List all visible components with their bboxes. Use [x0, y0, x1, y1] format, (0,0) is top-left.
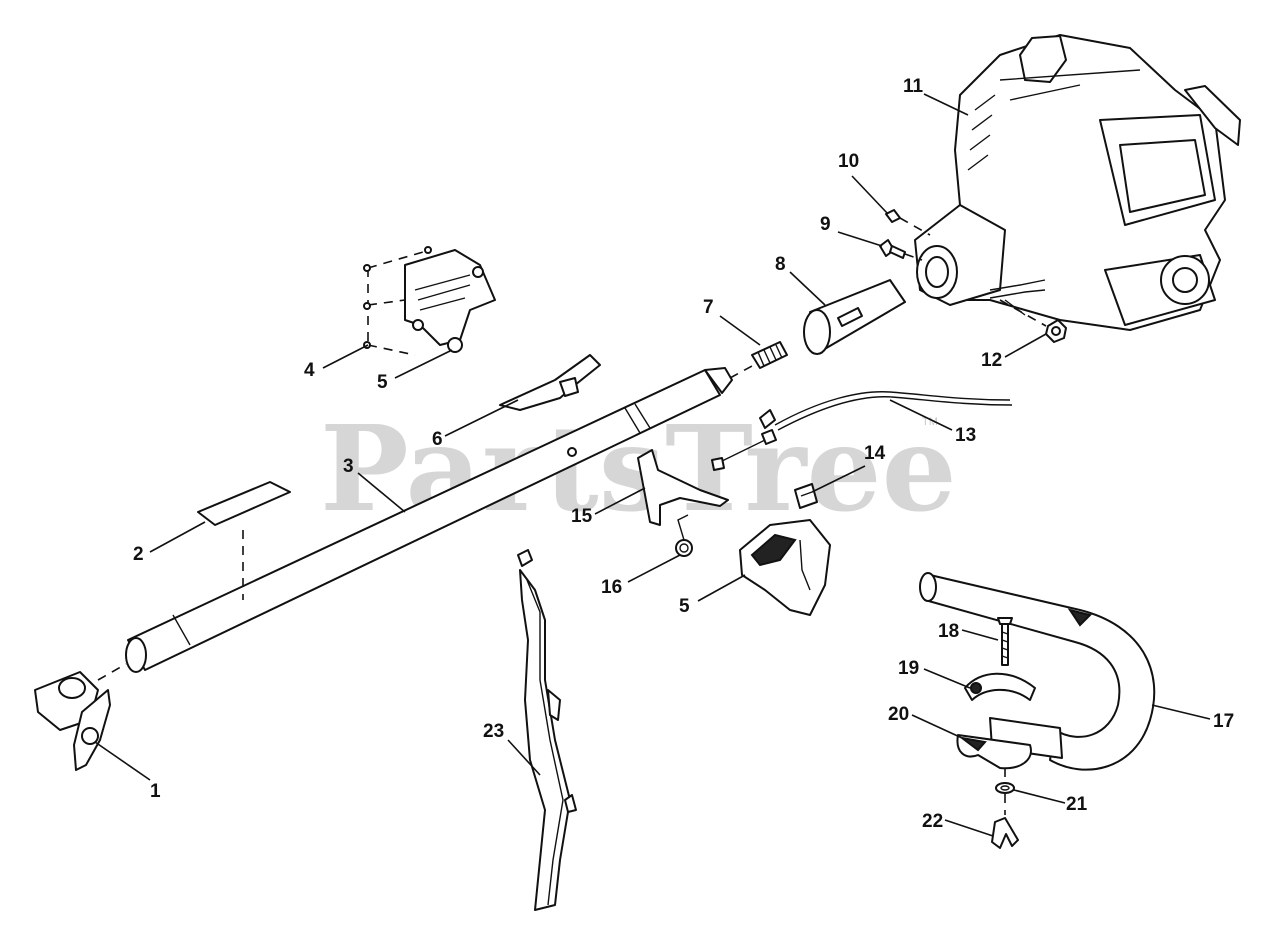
leader-5a: [394, 349, 453, 379]
leader-21: [1013, 789, 1066, 804]
callout-21[interactable]: 21: [1066, 794, 1088, 815]
callout-23[interactable]: 23: [483, 721, 504, 742]
part-decal[interactable]: [197, 481, 291, 600]
callout-20[interactable]: 20: [888, 704, 909, 725]
callout-13[interactable]: 13: [955, 425, 976, 446]
part-screw[interactable]: [885, 209, 931, 236]
callout-labels: 1 2 3 4 5 6 7 8 9 10 11 12 13 14 15 16 5…: [133, 76, 1234, 832]
part-washer[interactable]: [995, 768, 1015, 815]
callout-17[interactable]: 17: [1213, 711, 1234, 732]
callout-11[interactable]: 11: [903, 76, 924, 97]
leader-16: [627, 554, 681, 583]
leader-lines: [94, 93, 1211, 837]
part-bolt[interactable]: [879, 239, 923, 261]
leader-17: [1151, 704, 1211, 720]
leader-19: [923, 668, 971, 689]
leader-4: [322, 344, 369, 369]
leader-20: [911, 714, 963, 739]
callout-19[interactable]: 19: [898, 658, 919, 679]
leader-9: [837, 231, 883, 247]
leader-13: [889, 399, 953, 431]
part-wing-nut[interactable]: [991, 817, 1019, 849]
callout-5b[interactable]: 5: [679, 596, 690, 617]
leader-22: [944, 819, 994, 837]
part-handle-bolt[interactable]: [997, 617, 1013, 666]
leader-23: [507, 739, 541, 776]
callout-7[interactable]: 7: [703, 297, 714, 318]
leader-6: [444, 399, 519, 437]
callout-5a[interactable]: 5: [377, 372, 388, 393]
part-throttle-cable[interactable]: [711, 279, 1046, 471]
leader-7: [719, 315, 761, 346]
callout-16[interactable]: 16: [601, 577, 622, 598]
callout-8[interactable]: 8: [775, 254, 786, 275]
callout-3[interactable]: 3: [343, 456, 354, 477]
part-engine[interactable]: [914, 34, 1241, 331]
part-torsion-spring[interactable]: [675, 514, 693, 557]
callout-1[interactable]: 1: [150, 781, 161, 802]
callout-6[interactable]: 6: [432, 429, 443, 450]
part-throttle-trigger[interactable]: [499, 354, 601, 411]
callout-22[interactable]: 22: [922, 811, 943, 832]
leader-3: [357, 472, 406, 513]
callout-18[interactable]: 18: [938, 621, 959, 642]
leader-1: [94, 741, 151, 781]
callout-12[interactable]: 12: [981, 350, 1002, 371]
part-lower-clamp[interactable]: [956, 734, 1032, 770]
part-j-handle[interactable]: [919, 572, 1156, 771]
callout-9[interactable]: 9: [820, 214, 831, 235]
callout-4[interactable]: 4: [304, 360, 315, 381]
callout-10[interactable]: 10: [838, 151, 859, 172]
part-clamp-knob[interactable]: [34, 663, 127, 771]
part-shaft-tube[interactable]: [125, 365, 753, 673]
leader-5b: [697, 574, 746, 602]
callout-2[interactable]: 2: [133, 544, 144, 565]
part-handle-housing[interactable]: [739, 519, 831, 616]
leader-2: [149, 521, 206, 553]
leader-8: [789, 271, 826, 306]
part-spring[interactable]: [751, 341, 788, 369]
leader-12: [1004, 333, 1047, 358]
part-clutch-housing-upper[interactable]: [363, 246, 496, 356]
part-switch[interactable]: [794, 483, 818, 509]
part-upper-clamp[interactable]: [964, 672, 1036, 701]
leader-18: [961, 629, 999, 641]
leader-11: [923, 93, 969, 116]
watermark-trademark: TM: [922, 416, 938, 428]
part-coupler-sleeve[interactable]: [803, 279, 906, 355]
leader-14: [811, 465, 866, 493]
leader-15: [594, 487, 646, 515]
callout-15[interactable]: 15: [571, 506, 593, 527]
leader-10: [851, 175, 889, 215]
callout-14[interactable]: 14: [864, 443, 886, 464]
part-shoulder-strap[interactable]: [517, 549, 577, 911]
part-throttle-lever[interactable]: [637, 449, 729, 526]
